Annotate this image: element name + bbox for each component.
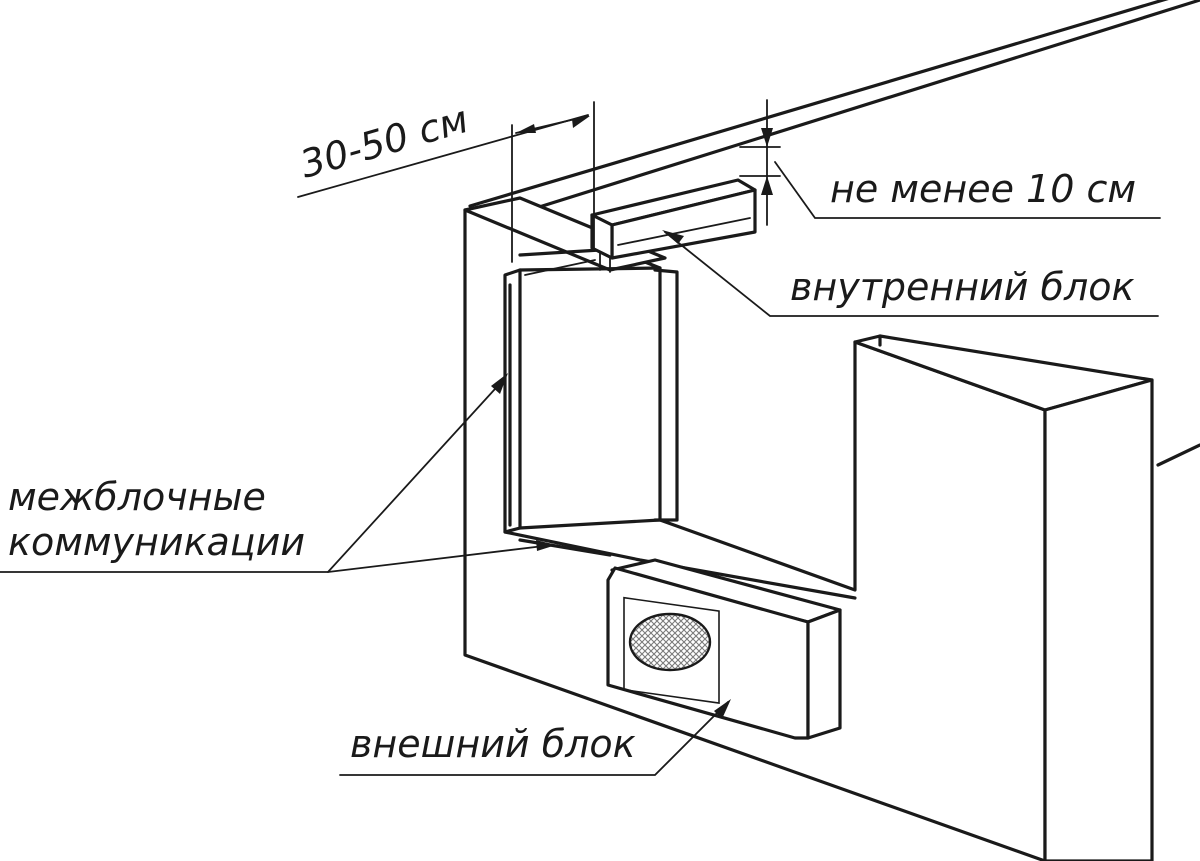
ceiling-edge: [468, 0, 1200, 467]
label-interconnect-line2: коммуникации: [8, 520, 305, 564]
dimension-30-50: [297, 101, 595, 263]
label-outdoor-unit: внешний блок: [350, 722, 636, 766]
fan-grille: [628, 612, 712, 672]
indoor-unit: [590, 178, 757, 260]
label-gap-to-ceiling: не менее 10 см: [830, 167, 1136, 211]
label-indoor-unit: внутренний блок: [790, 265, 1134, 309]
outdoor-unit: [606, 558, 842, 740]
leader-interconnect: [0, 373, 556, 573]
dimension-10cm: [739, 99, 1161, 226]
leader-outdoor: [339, 699, 731, 776]
label-interconnect-line1: межблочные: [8, 475, 266, 519]
leader-indoor: [662, 230, 1159, 317]
wall: [463, 196, 1154, 861]
